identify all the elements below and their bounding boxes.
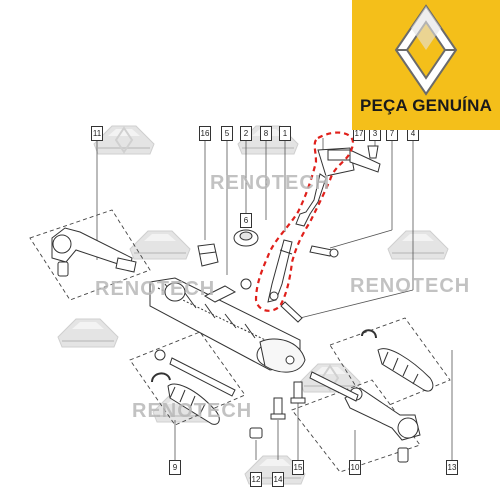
boot-kit-left	[151, 349, 236, 425]
leader-lines	[96, 138, 453, 460]
callout-number: 12	[250, 472, 262, 487]
bolt-17	[367, 145, 379, 159]
callout-number: 9	[169, 460, 181, 475]
callout-number: 11	[91, 126, 103, 141]
steering-column-shaft	[267, 147, 381, 303]
bolt-15	[290, 381, 306, 404]
watermark-car-icon	[129, 230, 191, 260]
bolt-14	[270, 397, 286, 420]
callout-number: 8	[260, 126, 272, 141]
watermark-car-icon	[387, 230, 449, 260]
boot-kit-right	[309, 329, 434, 402]
nut-12	[249, 427, 263, 439]
callout-number: 6	[240, 213, 252, 228]
watermark-text: RENOTECH	[210, 172, 331, 194]
callout-number: 15	[292, 460, 304, 475]
watermark-text: RENOTECH	[132, 400, 253, 422]
mount-6	[233, 229, 259, 247]
bushing-16	[197, 243, 219, 267]
callout-number: 10	[349, 460, 361, 475]
callout-number: 16	[199, 126, 211, 141]
callout-number: 1	[279, 126, 291, 141]
genuine-part-badge: PEÇA GENUÍNA	[352, 0, 500, 130]
bolt-4	[280, 301, 303, 323]
watermark-car-icon	[57, 318, 119, 348]
nut-5	[240, 278, 252, 290]
tie-rod-end-left	[51, 227, 137, 277]
bolt-7	[309, 245, 339, 258]
watermark-text: RENOTECH	[350, 275, 471, 297]
callout-number: 14	[272, 472, 284, 487]
tie-rod-end-right	[344, 387, 421, 463]
renault-diamond-logo-icon	[394, 4, 458, 96]
steering-rack-housing	[149, 277, 306, 373]
callout-number: 5	[221, 126, 233, 141]
callout-number: 13	[446, 460, 458, 475]
badge-text: PEÇA GENUÍNA	[359, 96, 493, 115]
highlight-outline	[254, 131, 355, 312]
callout-number: 2	[240, 126, 252, 141]
watermark-text: RENOTECH	[95, 278, 216, 300]
watermark-car-icon	[93, 125, 155, 155]
